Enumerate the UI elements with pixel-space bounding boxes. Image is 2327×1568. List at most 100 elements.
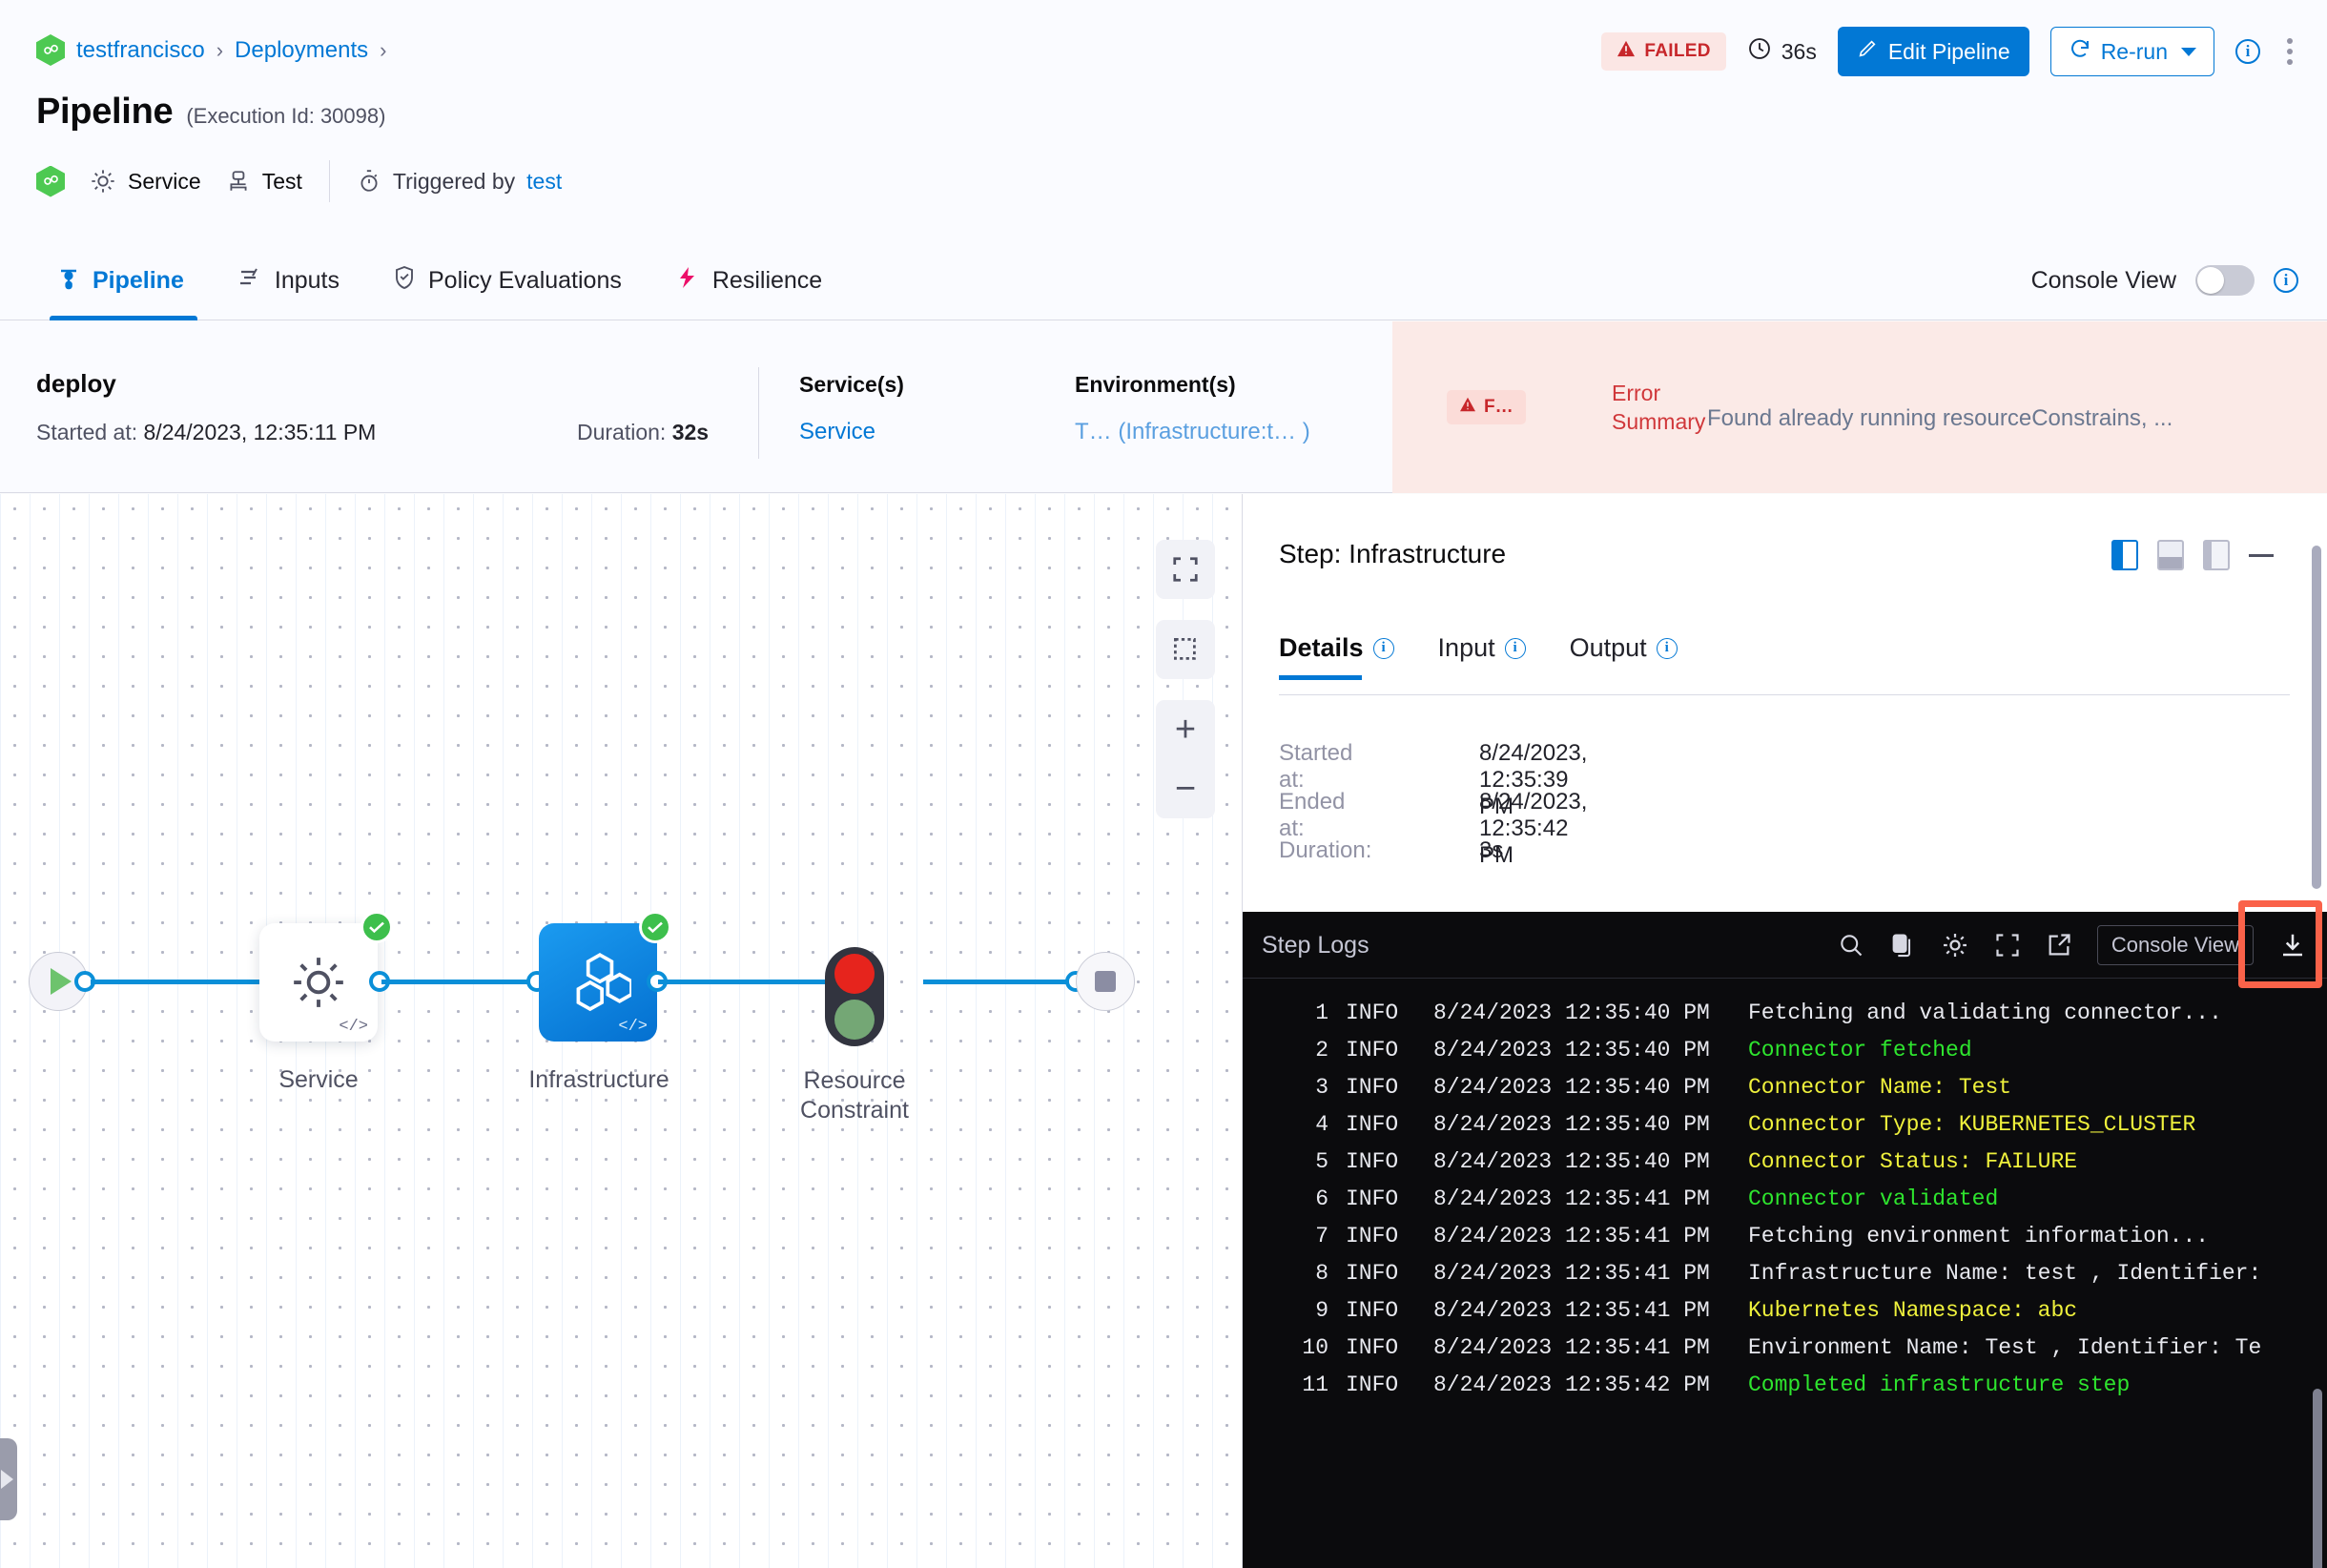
graph-node-infrastructure[interactable]: </> <box>539 923 657 1042</box>
meta-service-label: Service <box>128 168 201 194</box>
log-timestamp: 8/24/2023 12:35:40 PM <box>1433 1074 1710 1100</box>
log-row[interactable]: 1 INFO 8/24/2023 12:35:40 PM Fetching an… <box>1243 994 2327 1031</box>
execution-duration: 36s <box>1747 36 1817 67</box>
step-duration-label: Duration: <box>1279 837 1372 863</box>
log-message: Infrastructure Name: test , Identifier: <box>1748 1260 2262 1286</box>
log-row[interactable]: 8 INFO 8/24/2023 12:35:41 PM Infrastruct… <box>1243 1254 2327 1291</box>
refresh-icon <box>2069 37 2091 66</box>
step-started-label: Started at: <box>1279 740 1353 793</box>
gear-icon <box>294 958 343 1007</box>
log-row[interactable]: 5 INFO 8/24/2023 12:35:40 PM Connector S… <box>1243 1143 2327 1180</box>
log-row[interactable]: 10 INFO 8/24/2023 12:35:41 PM Environmen… <box>1243 1329 2327 1366</box>
download-icon[interactable] <box>2278 931 2307 959</box>
log-row[interactable]: 2 INFO 8/24/2023 12:35:40 PM Connector f… <box>1243 1031 2327 1068</box>
copy-icon[interactable] <box>1889 932 1916 959</box>
log-message: Completed infrastructure step <box>1748 1372 2131 1397</box>
log-line-number: 10 <box>1302 1334 1328 1360</box>
pipeline-canvas[interactable]: </> Service </> Infrastructure <box>0 494 1242 1568</box>
environments-value[interactable]: T… (Infrastructure:t… ) <box>1075 419 1310 444</box>
log-row[interactable]: 11 INFO 8/24/2023 12:35:42 PM Completed … <box>1243 1366 2327 1403</box>
external-link-icon[interactable] <box>2046 932 2072 959</box>
console-view-toggle[interactable] <box>2195 265 2255 296</box>
chevron-right-icon <box>1 1470 13 1489</box>
logs-console-view-button[interactable]: Console View <box>2096 925 2254 965</box>
log-row[interactable]: 6 INFO 8/24/2023 12:35:41 PM Connector v… <box>1243 1180 2327 1217</box>
log-message: Fetching and validating connector... <box>1748 1000 2222 1025</box>
breadcrumb-separator: › <box>216 37 224 62</box>
graph-node-infrastructure-label: Infrastructure <box>528 1066 669 1093</box>
fullscreen-button[interactable] <box>1156 540 1215 599</box>
edge-start-service <box>91 980 291 984</box>
play-icon <box>51 968 72 995</box>
step-tab-output[interactable]: Output i <box>1570 633 1678 680</box>
graph-node-service[interactable]: </> <box>259 923 378 1042</box>
step-panel-tab-divider <box>1279 694 2290 695</box>
log-timestamp: 8/24/2023 12:35:40 PM <box>1433 1148 1710 1174</box>
more-options-button[interactable] <box>2281 32 2298 71</box>
rerun-info-icon[interactable]: i <box>2235 39 2260 64</box>
log-timestamp: 8/24/2023 12:35:41 PM <box>1433 1186 1710 1211</box>
services-value[interactable]: Service <box>799 419 876 444</box>
execution-duration-value: 36s <box>1781 38 1817 64</box>
tab-inputs[interactable]: Inputs <box>211 240 366 320</box>
log-level: INFO <box>1346 1074 1399 1100</box>
triggered-by-user[interactable]: test <box>526 168 563 194</box>
left-drawer-expand-handle[interactable] <box>0 1438 17 1520</box>
step-logs-rows[interactable]: 1 INFO 8/24/2023 12:35:40 PM Fetching an… <box>1243 979 2327 1568</box>
fullscreen-icon[interactable] <box>1994 932 2021 959</box>
output-info-icon[interactable]: i <box>1656 637 1678 659</box>
search-icon[interactable] <box>1838 932 1864 959</box>
select-area-button[interactable] <box>1156 620 1215 679</box>
log-message: Connector Type: KUBERNETES_CLUSTER <box>1748 1111 2196 1137</box>
zoom-out-button[interactable]: − <box>1174 768 1197 809</box>
execution-tabbar: Pipeline Inputs Policy Evaluations <box>0 240 2327 320</box>
environments-label: Environment(s) <box>1075 372 1236 397</box>
collapse-panel-button[interactable] <box>2249 553 2274 557</box>
stop-square-icon <box>1095 971 1116 992</box>
log-row[interactable]: 3 INFO 8/24/2023 12:35:40 PM Connector N… <box>1243 1068 2327 1105</box>
zoom-in-button[interactable]: + <box>1174 709 1197 750</box>
log-line-number: 1 <box>1315 1000 1328 1025</box>
graph-node-service-label: Service <box>278 1066 359 1093</box>
log-level: INFO <box>1346 1148 1399 1174</box>
tab-policy-evaluations[interactable]: Policy Evaluations <box>366 240 649 320</box>
details-info-icon[interactable]: i <box>1372 637 1394 659</box>
edit-pipeline-button[interactable]: Edit Pipeline <box>1837 27 2029 76</box>
console-view-info-icon[interactable]: i <box>2274 268 2298 293</box>
logs-scrollbar[interactable] <box>2313 1389 2322 1568</box>
input-info-icon[interactable]: i <box>1504 637 1526 659</box>
tab-list: Pipeline Inputs Policy Evaluations <box>36 240 849 320</box>
step-panel-scrollbar[interactable] <box>2312 546 2321 889</box>
warning-triangle-icon <box>1617 40 1636 63</box>
step-detail-panel: Step: Infrastructure Details i Input i O… <box>1242 494 2327 1568</box>
log-row[interactable]: 4 INFO 8/24/2023 12:35:40 PM Connector T… <box>1243 1105 2327 1143</box>
breadcrumb-item-org[interactable]: testfrancisco <box>76 36 205 63</box>
rerun-button[interactable]: Re-run <box>2049 27 2214 76</box>
pipeline-meta-row: Service Test Triggered by te <box>36 160 562 202</box>
graph-node-resource-constraint[interactable] <box>825 947 884 1046</box>
page-title: Pipeline <box>36 92 174 132</box>
inputs-icon <box>237 265 262 297</box>
layout-right-panel-icon[interactable] <box>2111 540 2138 570</box>
tab-inputs-label: Inputs <box>274 266 340 294</box>
gear-icon[interactable] <box>1941 931 1969 959</box>
step-tab-input[interactable]: Input i <box>1438 633 1526 680</box>
log-row[interactable]: 7 INFO 8/24/2023 12:35:41 PM Fetching en… <box>1243 1217 2327 1254</box>
status-badge-label: FAILED <box>1644 41 1711 61</box>
code-tag-icon: </> <box>339 1018 368 1036</box>
toggle-knob <box>2197 267 2224 294</box>
log-line-number: 2 <box>1315 1037 1328 1063</box>
tab-policy-label: Policy Evaluations <box>427 266 622 294</box>
step-tab-details[interactable]: Details i <box>1279 633 1394 680</box>
layout-bottom-panel-icon[interactable] <box>2157 540 2184 570</box>
infrastructure-success-badge <box>639 911 671 943</box>
log-row[interactable]: 9 INFO 8/24/2023 12:35:41 PM Kubernetes … <box>1243 1291 2327 1329</box>
tab-resilience[interactable]: Resilience <box>649 240 849 320</box>
breadcrumb-item-deployments[interactable]: Deployments <box>235 36 369 63</box>
warning-triangle-icon-small <box>1459 397 1476 418</box>
layout-left-panel-icon[interactable] <box>2203 540 2230 570</box>
step-ended-label: Ended at: <box>1279 789 1346 841</box>
graph-end-node[interactable] <box>1076 952 1135 1011</box>
tab-pipeline[interactable]: Pipeline <box>36 240 211 320</box>
